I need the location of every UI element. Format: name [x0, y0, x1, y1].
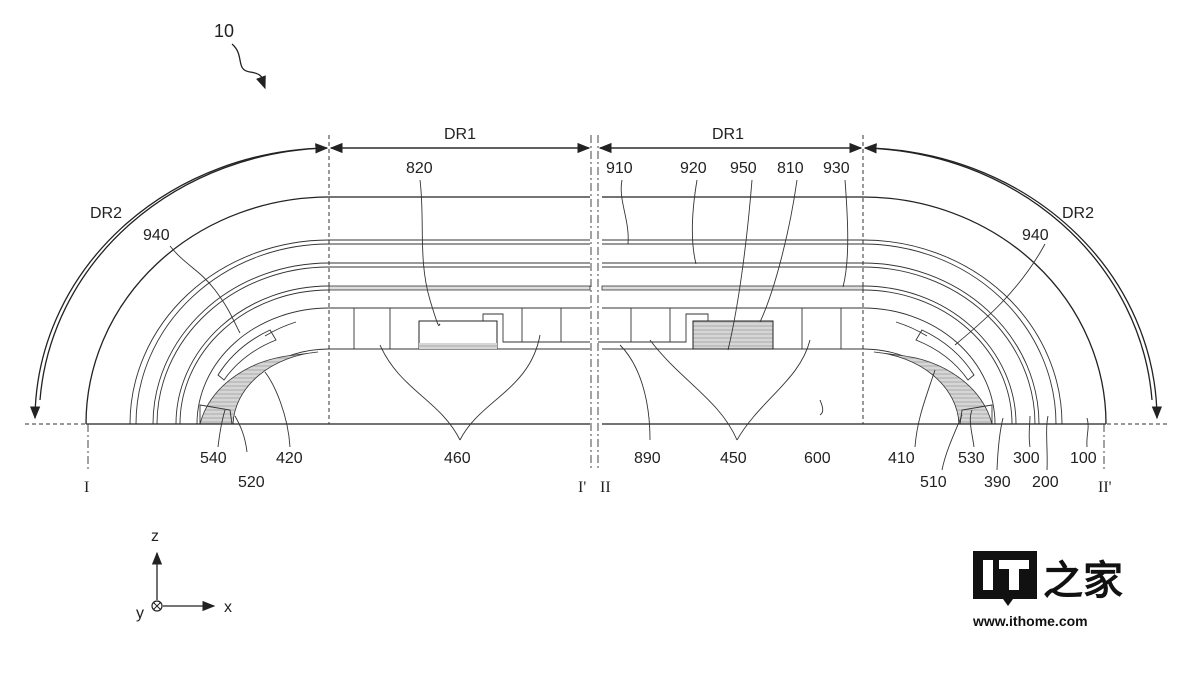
left-pixel-cells [353, 308, 590, 350]
dr2-left-arc [29, 147, 328, 420]
label-930: 930 [823, 160, 850, 177]
label-810: 810 [777, 160, 804, 177]
label-200: 200 [1032, 474, 1059, 491]
label-420: 420 [276, 450, 303, 467]
label-530: 530 [958, 450, 985, 467]
label-910: 910 [606, 160, 633, 177]
axis-indicator: z y x [136, 528, 232, 622]
dr1-right-label: DR1 [712, 126, 744, 143]
figure-ref-number: 10 [214, 21, 234, 41]
section-mark-i-prime: I' [578, 479, 586, 496]
dr2-right-arc [864, 147, 1163, 420]
left-half-structure [25, 135, 591, 470]
section-mark-i: I [84, 479, 89, 496]
dr1-left-label: DR1 [444, 126, 476, 143]
label-510: 510 [920, 474, 947, 491]
label-450: 450 [720, 450, 747, 467]
label-520: 520 [238, 474, 265, 491]
ithome-logo: 之家 www.ithome.com [972, 551, 1123, 629]
label-460: 460 [444, 450, 471, 467]
label-100: 100 [1070, 450, 1097, 467]
axis-z-label: z [151, 528, 159, 545]
label-410: 410 [888, 450, 915, 467]
dr2-right-label: DR2 [1062, 205, 1094, 222]
axis-x-label: x [224, 599, 232, 616]
section-mark-ii: II [600, 479, 611, 496]
label-940-right: 940 [1022, 227, 1049, 244]
label-300: 300 [1013, 450, 1040, 467]
section-mark-ii-prime: II' [1098, 479, 1112, 496]
watermark-url: www.ithome.com [972, 613, 1088, 629]
label-600: 600 [804, 450, 831, 467]
label-920: 920 [680, 160, 707, 177]
label-540: 540 [200, 450, 227, 467]
svg-text:之家: 之家 [1043, 559, 1123, 603]
label-950: 950 [730, 160, 757, 177]
ref-arrow [231, 43, 266, 90]
axis-y-label: y [136, 605, 144, 622]
label-940-left: 940 [143, 227, 170, 244]
layer-100 [85, 196, 330, 425]
right-pixel-cells [598, 308, 842, 350]
dr2-left-label: DR2 [90, 205, 122, 222]
label-390: 390 [984, 474, 1011, 491]
label-820: 820 [406, 160, 433, 177]
right-half-structure [601, 134, 1168, 471]
label-890: 890 [634, 450, 661, 467]
